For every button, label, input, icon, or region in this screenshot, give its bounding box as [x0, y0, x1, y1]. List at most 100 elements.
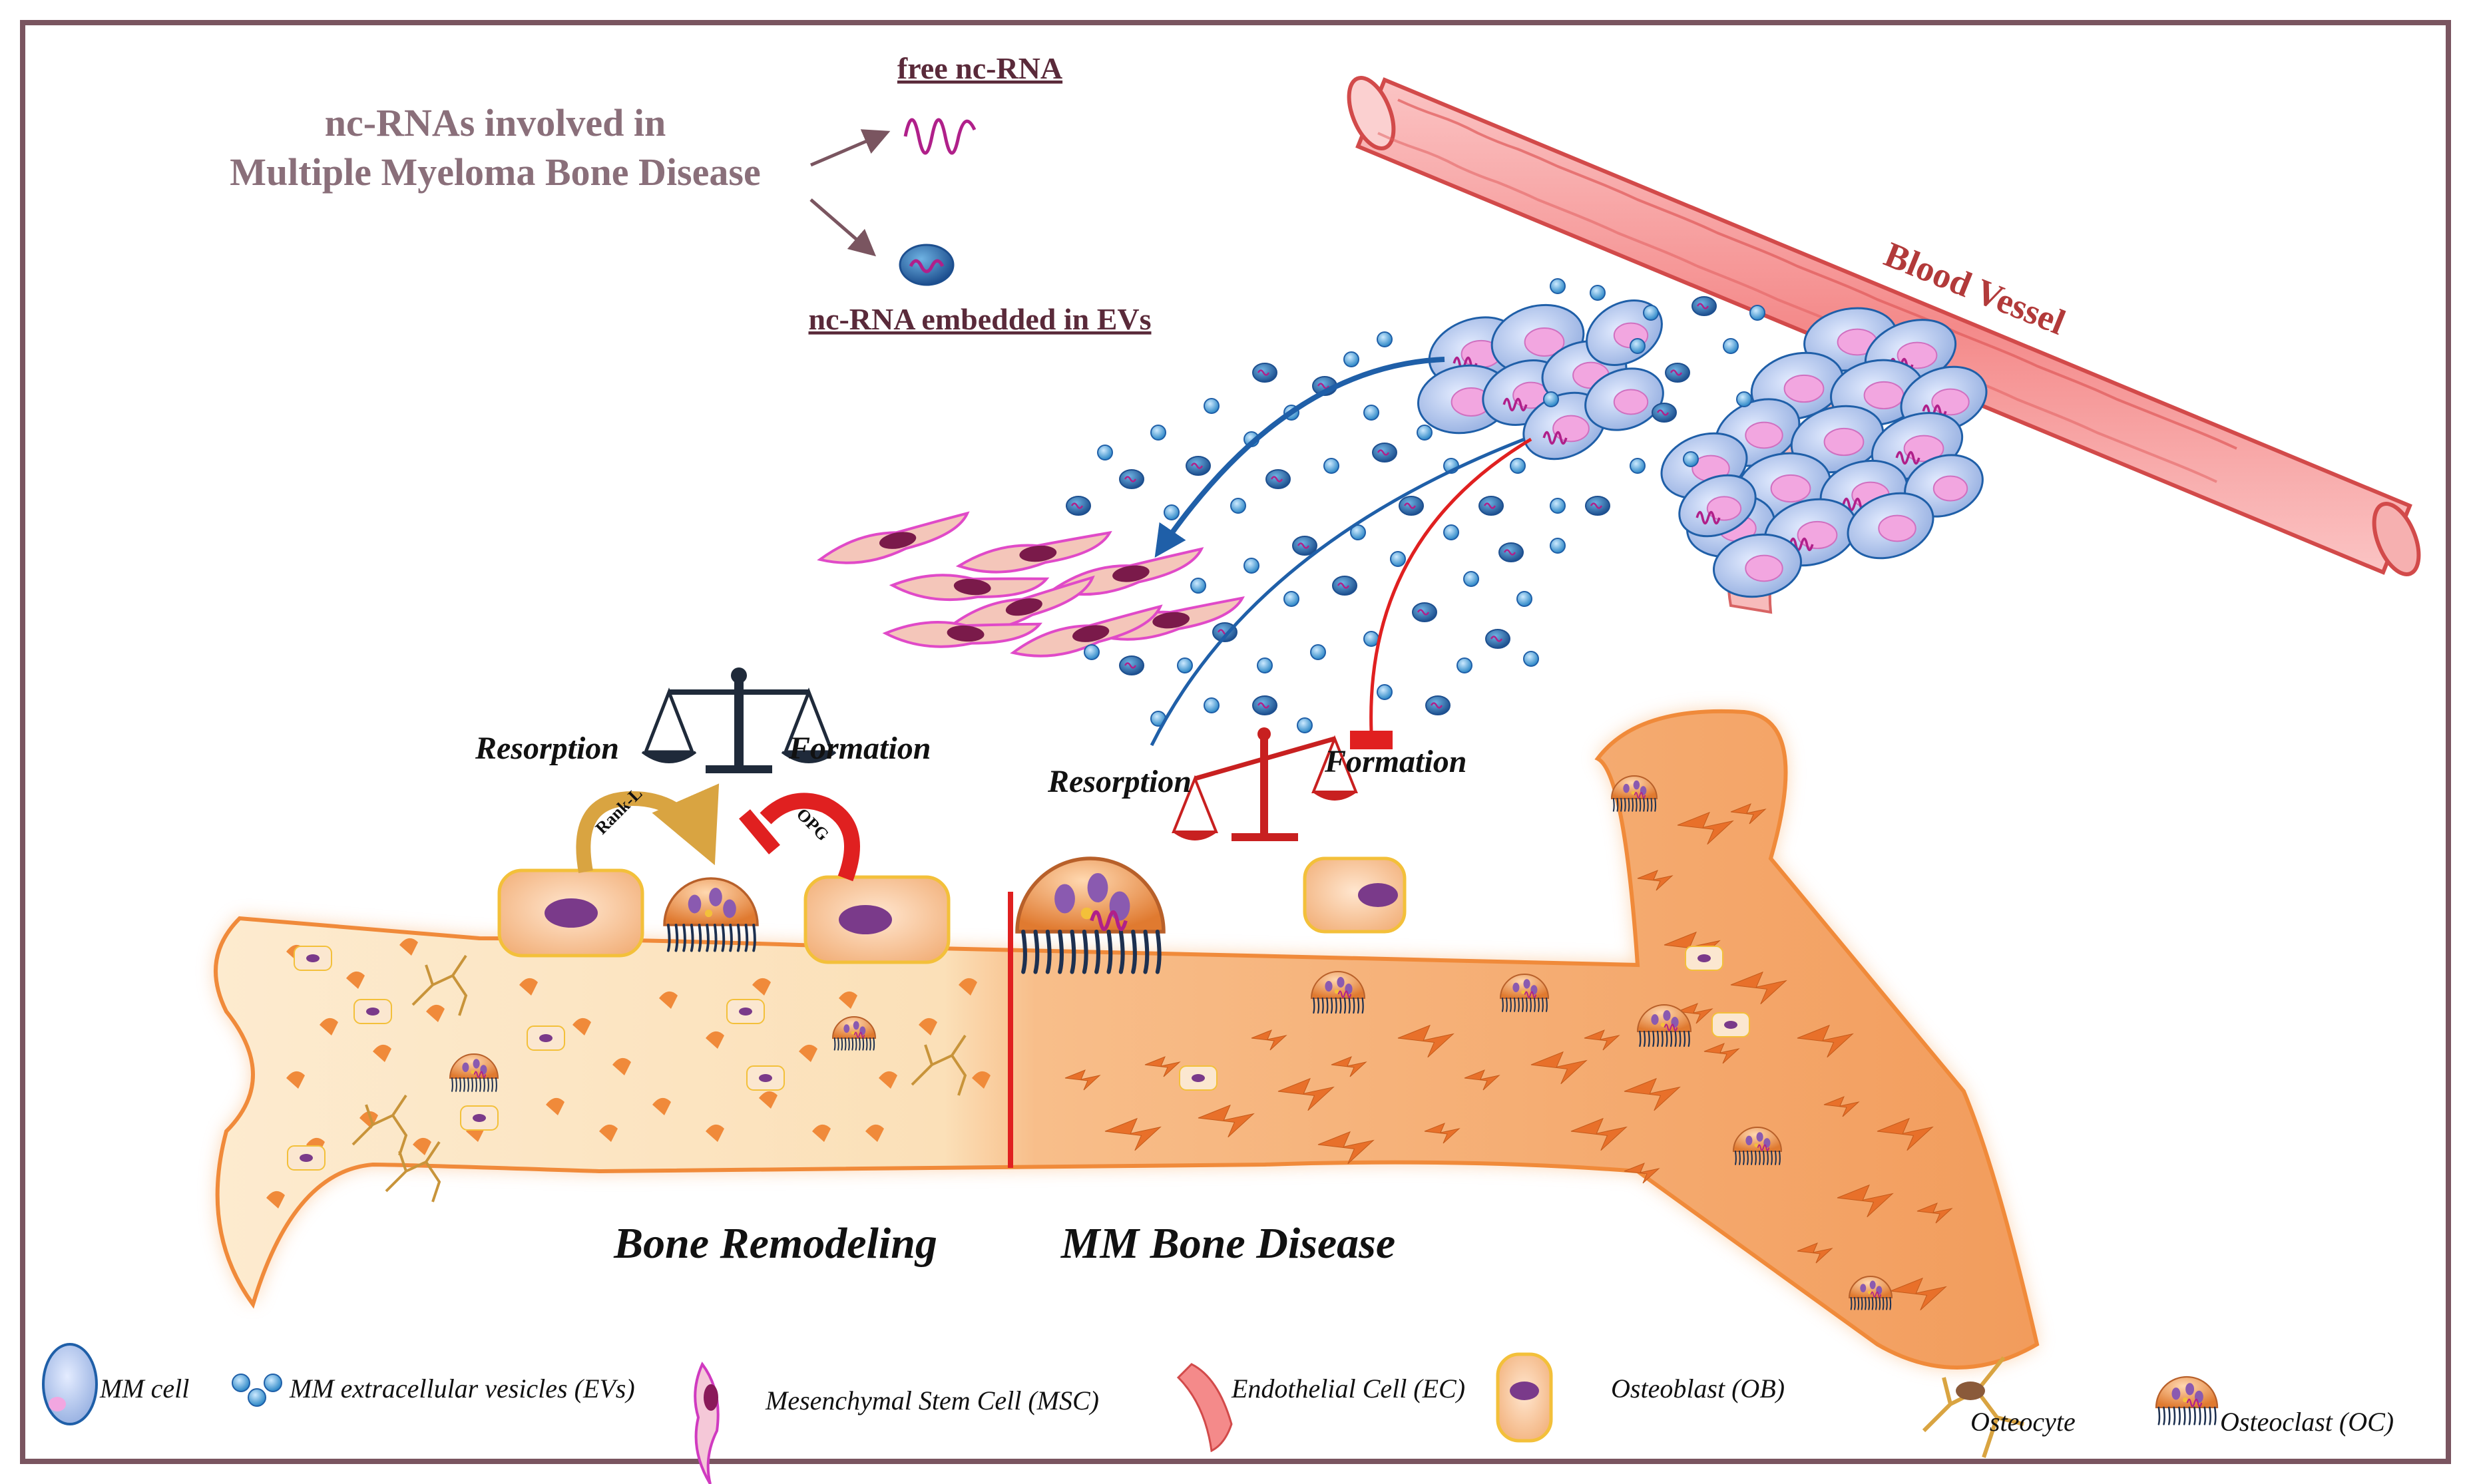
eroded-bone-fragment	[1464, 1069, 1500, 1091]
osteoblast-right	[803, 875, 951, 964]
ev	[1516, 591, 1532, 607]
ev-with-ncrna	[1585, 496, 1610, 516]
mm-cell	[1678, 474, 1757, 538]
msc-cell	[944, 575, 1095, 633]
ev	[1749, 305, 1765, 321]
ev	[1463, 571, 1479, 587]
ev	[1510, 458, 1526, 474]
ev	[1550, 278, 1566, 294]
ev	[1204, 398, 1220, 414]
legend-msc: Mesenchymal Stem Cell (MSC)	[765, 1386, 1099, 1415]
eroded-bone-fragment	[1584, 1029, 1620, 1051]
osteocyte	[351, 1094, 408, 1156]
legend-osteocyte-icon	[1922, 1356, 2024, 1458]
region-label-bone-remodeling: Bone Remodeling	[613, 1219, 937, 1268]
ev	[1590, 285, 1606, 301]
osteocyte	[911, 1034, 967, 1096]
embedded-osteoblast	[287, 1145, 326, 1171]
ev	[1523, 651, 1539, 667]
bone-fragment	[959, 978, 977, 996]
eroded-bone-fragment	[1703, 1043, 1740, 1064]
ev-with-ncrna	[1119, 469, 1144, 489]
bone-fragment	[865, 1124, 884, 1142]
ev-with-ncrna	[1252, 363, 1277, 383]
eroded-bone-fragment	[1677, 811, 1734, 845]
disease-resorption-label: Resorption	[1047, 764, 1192, 799]
bone-fragment	[373, 1044, 391, 1062]
embedded-osteoblast	[1685, 946, 1723, 971]
embedded-osteoblast	[726, 999, 765, 1024]
embedded-osteoblast	[527, 1025, 565, 1051]
inhibit-bar	[1350, 731, 1393, 749]
bone-fragments	[266, 803, 1953, 1311]
bone-fragment	[546, 1097, 564, 1115]
eroded-bone-fragment	[1877, 1117, 1934, 1151]
ev-with-ncrna	[1066, 496, 1091, 516]
bone-fragment	[320, 1018, 338, 1035]
bone-fragment	[612, 1057, 631, 1075]
embedded-osteoblast	[353, 999, 392, 1024]
ev	[1084, 644, 1100, 660]
bone-fragment	[812, 1124, 831, 1142]
eroded-bone-fragment	[1797, 1242, 1833, 1264]
bone-fragment	[426, 1004, 445, 1022]
opg-inhibit-bar	[739, 809, 780, 854]
legend-ob-icon	[1496, 1352, 1553, 1443]
ev	[1150, 425, 1166, 441]
rankl-arrow	[576, 783, 720, 873]
ev-with-ncrna	[1292, 536, 1317, 556]
bone-fragment	[346, 971, 365, 989]
osteocyte	[411, 954, 468, 1016]
ev	[1257, 657, 1273, 673]
ev-with-ncrna	[1252, 695, 1277, 715]
ev-with-ncrna	[1652, 403, 1677, 423]
ev	[1204, 697, 1220, 713]
ev	[1350, 524, 1366, 540]
eroded-bone-fragment	[1198, 1104, 1255, 1138]
mm-cell	[1584, 367, 1664, 431]
legend-ev-icon	[232, 1374, 282, 1407]
outer-frame	[20, 20, 2451, 1464]
ev	[1164, 504, 1180, 520]
eroded-bone-fragment	[1570, 1117, 1628, 1151]
normal-resorption-label: Resorption	[475, 731, 619, 766]
bone-cells	[287, 775, 1893, 1310]
msc-group	[817, 511, 1245, 657]
eroded-bone-fragment	[1331, 1056, 1367, 1077]
eroded-bone-fragment	[1837, 1184, 1894, 1218]
eroded-bone-fragment	[1624, 1163, 1660, 1184]
ev	[1723, 338, 1739, 354]
osteoclast-small	[1499, 974, 1550, 1012]
stimulate-arrow-msc	[1154, 357, 1445, 558]
bone-fragment	[286, 1071, 305, 1089]
eroded-bone-fragment	[1397, 1024, 1455, 1058]
normal-formation-label: Formation	[788, 731, 931, 766]
ev	[1177, 657, 1193, 673]
ev	[1190, 578, 1206, 594]
ev	[1630, 338, 1646, 354]
bone-fragment	[839, 991, 857, 1009]
bone-fragment	[572, 1018, 591, 1035]
bone-fragment	[266, 1191, 285, 1208]
balance-scale-normal	[641, 667, 837, 773]
osteoclast-small	[1636, 1004, 1692, 1047]
ev	[1683, 451, 1699, 467]
eroded-bone-fragment	[1624, 1077, 1681, 1111]
ev-with-ncrna	[1372, 443, 1397, 463]
ev	[1243, 558, 1259, 574]
opg-arrow	[760, 793, 860, 882]
osteoclast-normal	[663, 877, 759, 952]
embedded-osteoblast	[460, 1105, 499, 1131]
eroded-bone-fragment	[1797, 1024, 1854, 1058]
stimulate-arrow-resorption	[1150, 437, 1525, 747]
ev-with-ncrna	[1665, 363, 1690, 383]
bone-fragment	[759, 1091, 778, 1109]
eroded-bone-fragment	[1277, 1077, 1335, 1111]
bone-fragment	[399, 938, 418, 956]
osteoblast-left	[497, 868, 644, 958]
ev	[1550, 538, 1566, 554]
bone-fragment	[879, 1071, 897, 1089]
osteoclast-small	[831, 1016, 877, 1051]
ev	[1283, 591, 1299, 607]
key-embedded-ncrna: nc-RNA embedded in EVs	[808, 302, 1151, 336]
